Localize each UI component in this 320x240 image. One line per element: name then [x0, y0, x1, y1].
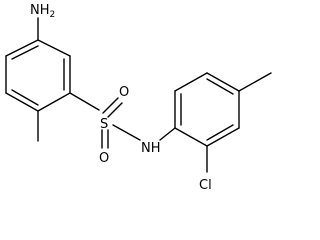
amine-label: NH2: [30, 3, 55, 20]
bond: [174, 72, 208, 92]
chlorine-label: Cl: [199, 178, 212, 193]
structure-diagram: NH2 S O O NH: [5, 3, 272, 193]
aromatic-bond: [11, 89, 39, 106]
bond: [5, 92, 39, 112]
molecule-drawing: NH2 S O O NH: [5, 3, 272, 193]
bond: [37, 92, 71, 112]
oxygen-top-label: O: [119, 85, 129, 100]
bond: [69, 92, 100, 111]
methyl-bond: [238, 72, 272, 92]
bond: [206, 127, 240, 147]
aromatic-bond: [206, 124, 234, 141]
bond: [37, 39, 71, 57]
double-bond: [102, 97, 119, 114]
double-bond: [107, 102, 123, 118]
oxygen-bottom-label: O: [99, 151, 109, 166]
bond: [112, 124, 141, 141]
bond: [174, 127, 208, 147]
left-benzene-ring: [5, 39, 71, 112]
bond: [206, 72, 240, 92]
aromatic-bond: [11, 45, 39, 60]
nitrogen-label: NH: [141, 141, 161, 156]
bond: [5, 39, 39, 57]
aromatic-bond: [206, 78, 234, 95]
sulfur-label: S: [100, 117, 108, 132]
bond: [159, 127, 176, 141]
right-benzene-ring: [174, 72, 240, 147]
